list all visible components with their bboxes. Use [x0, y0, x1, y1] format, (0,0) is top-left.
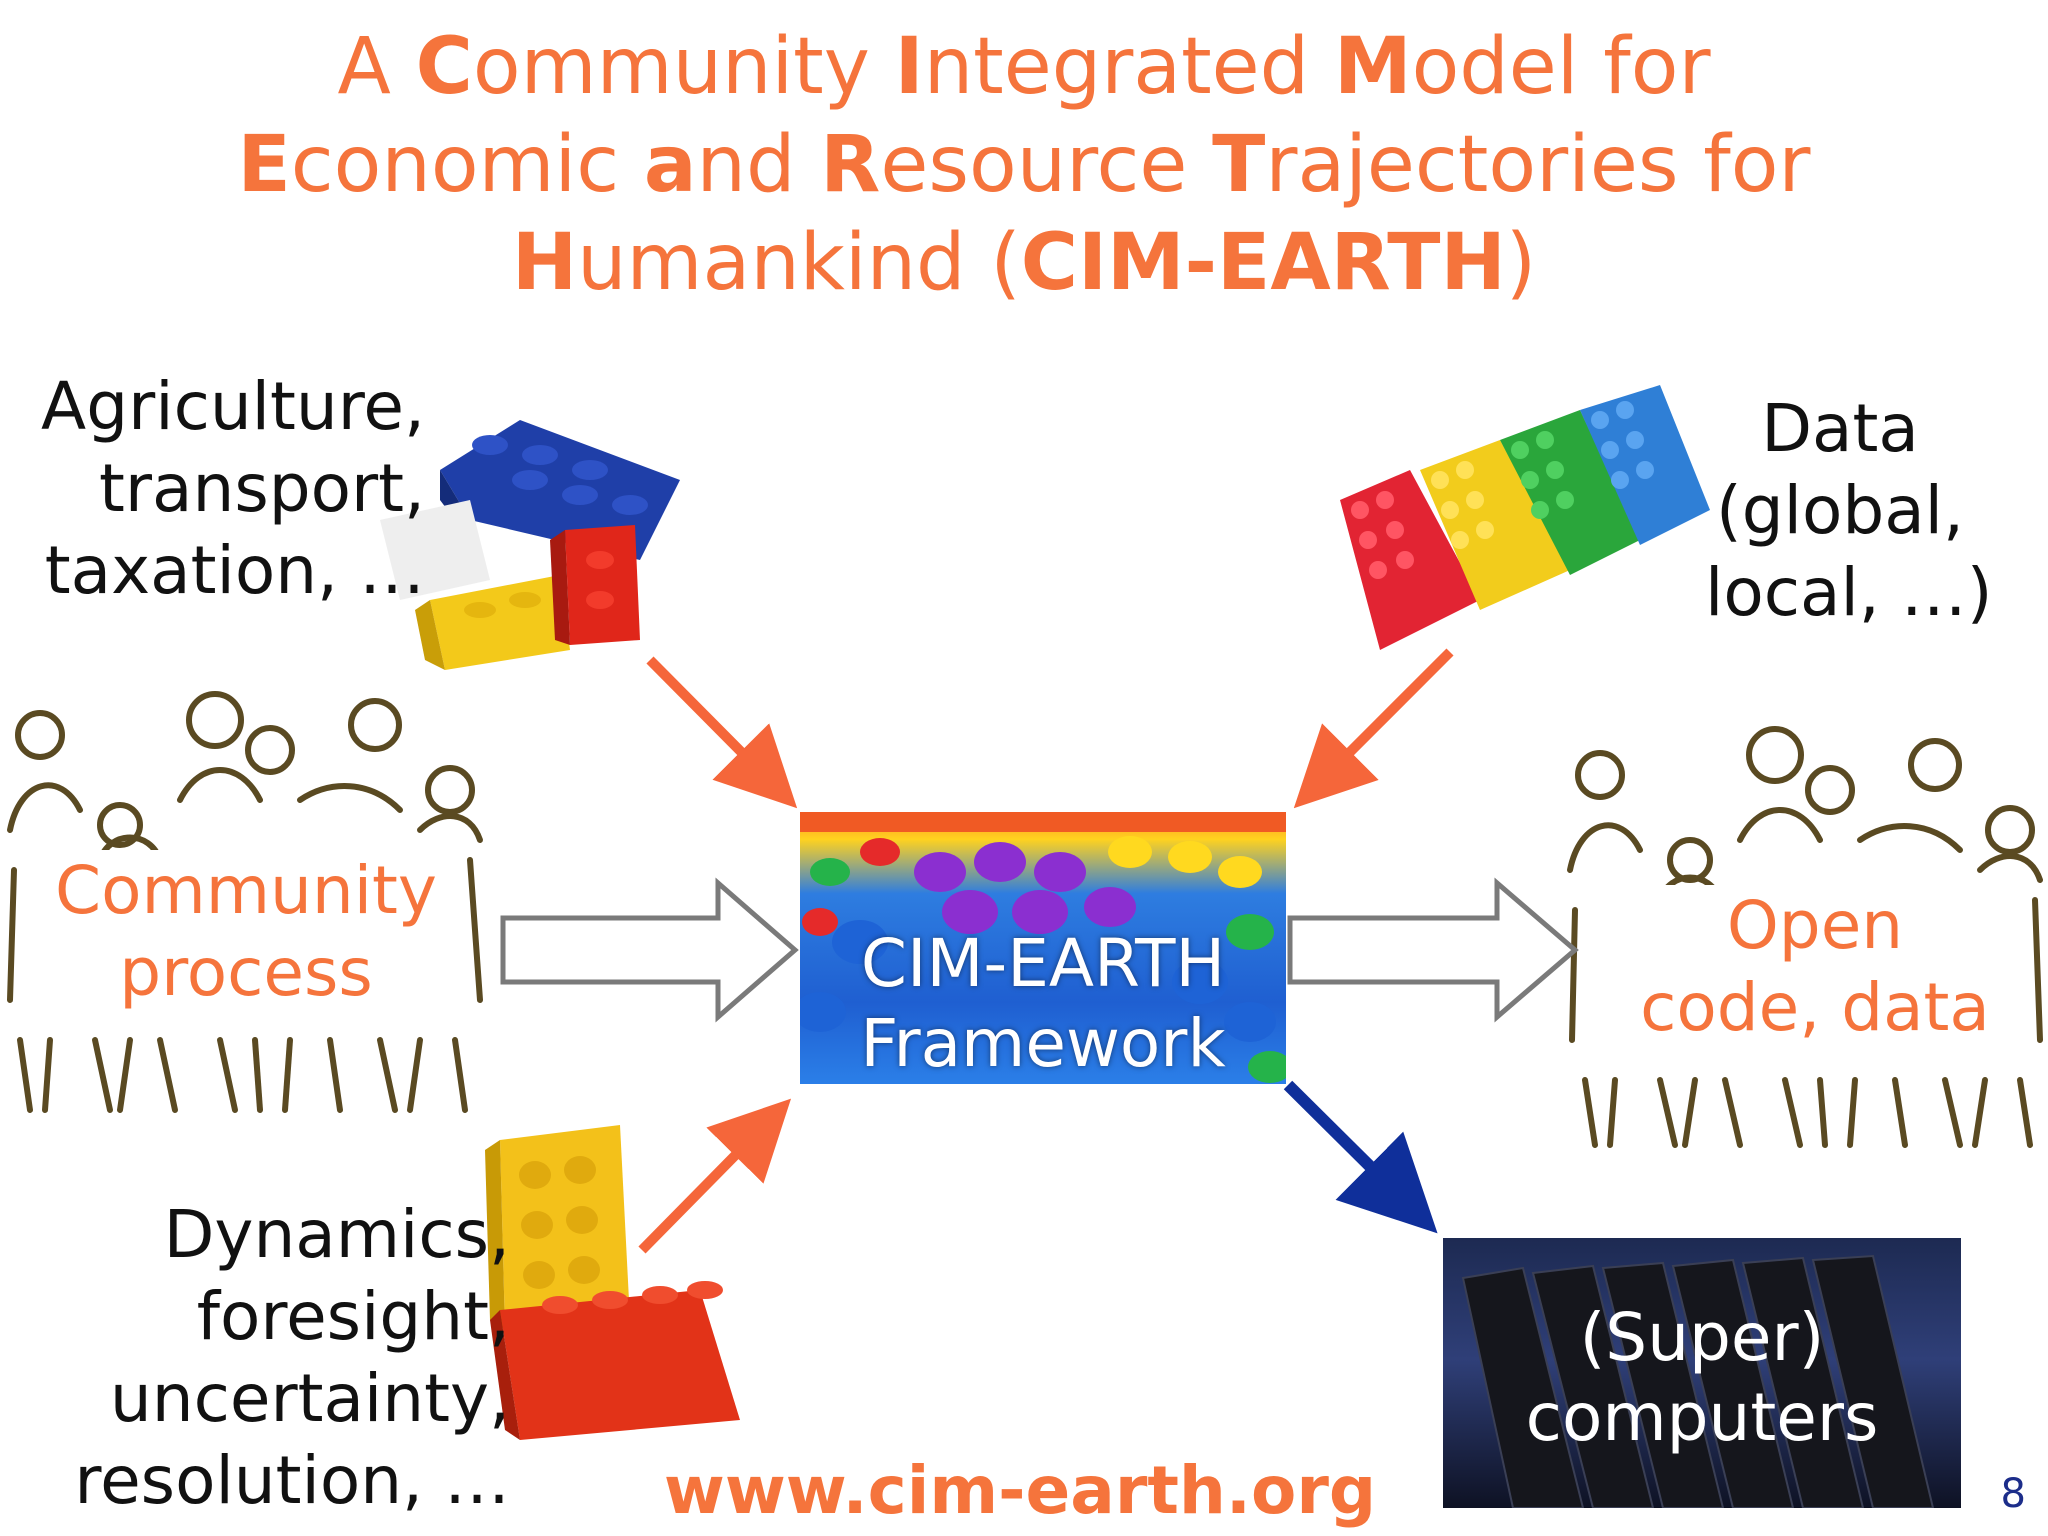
dynamics-label: Dynamics, foresight, uncertainty, resolu…	[40, 1194, 510, 1522]
title-bold-segment: M	[1333, 22, 1412, 112]
title-segment: odel for	[1411, 22, 1711, 112]
data-label-line: Data	[1761, 390, 1919, 467]
supercomputers-label: (Super) computers	[1443, 1298, 1961, 1458]
title-bold-segment: CIM-EARTH	[1020, 218, 1506, 308]
title-line-3: Humankind (CIM-EARTH)	[0, 214, 2048, 312]
framework-label-line: CIM-EARTH	[860, 925, 1226, 1002]
data-label-line: local, …)	[1705, 554, 1993, 631]
arrow-sectors-to-framework	[646, 656, 798, 809]
sectors-label: Agriculture, transport, taxation, …	[20, 366, 425, 612]
lego-bricks-dynamics-illustration	[485, 1125, 740, 1440]
sectors-label-line: Agriculture,	[41, 368, 425, 445]
website-url[interactable]: www.cim-earth.org	[663, 1452, 1377, 1529]
title-segment: esource	[880, 120, 1213, 210]
lego-bricks-sectors-illustration	[380, 420, 680, 670]
arrow-community-to-framework	[500, 877, 799, 1023]
lego-bricks-data-illustration	[1340, 385, 1710, 650]
community-people-sketch-left	[7, 691, 483, 1113]
dynamics-label-line: uncertainty,	[109, 1360, 510, 1437]
arrow-dynamics-to-framework	[638, 1098, 792, 1254]
title-bold-segment: a	[643, 120, 697, 210]
arrow-data-to-framework	[1293, 648, 1454, 809]
title-segment: ntegrated	[923, 22, 1334, 112]
open-code-data-line: code, data	[1640, 969, 1990, 1046]
title-bold-segment: E	[237, 120, 291, 210]
title-line-1: A Community Integrated Model for	[0, 18, 2048, 116]
sectors-label-line: taxation, …	[44, 532, 425, 609]
community-process-line: process	[119, 934, 373, 1011]
title-segment: rajectories for	[1265, 120, 1811, 210]
arrow-framework-to-computers	[1283, 1080, 1438, 1234]
open-code-data-box: Open code, data	[1620, 885, 2010, 1060]
title-segment: ommunity	[472, 22, 895, 112]
title-segment: )	[1505, 218, 1537, 308]
title-line-2: Economic and Resource Trajectories for	[0, 116, 2048, 214]
supercomputers-label-line: (Super)	[1579, 1299, 1825, 1376]
title-segment: umankind (	[577, 218, 1021, 308]
open-code-data-line: Open	[1726, 887, 1904, 964]
title-bold-segment: I	[894, 22, 924, 112]
page-number: 8	[2000, 1471, 2026, 1517]
title-bold-segment: C	[415, 22, 473, 112]
dynamics-label-line: Dynamics,	[163, 1196, 510, 1273]
data-label-line: (global,	[1715, 472, 1964, 549]
supercomputers-box: (Super) computers	[1443, 1238, 1961, 1508]
community-process-line: Community	[55, 852, 437, 929]
server-racks-illustration	[1461, 1254, 1935, 1508]
dynamics-label-line: resolution, …	[74, 1442, 510, 1519]
framework-label: CIM-EARTH Framework	[800, 924, 1286, 1084]
sectors-label-line: transport,	[99, 450, 425, 527]
arrow-framework-to-open	[1287, 877, 1579, 1023]
title-segment: conomic	[290, 120, 644, 210]
title-segment: nd	[696, 120, 821, 210]
community-process-box: Community process	[30, 850, 462, 1026]
title-bold-segment: R	[820, 120, 881, 210]
framework-label-line: Framework	[860, 1005, 1226, 1082]
cim-earth-framework-box: CIM-EARTH Framework	[800, 812, 1286, 1084]
title-bold-segment: T	[1212, 120, 1266, 210]
lego-studs-background	[800, 812, 1286, 1083]
title-segment: A	[337, 22, 416, 112]
supercomputers-label-line: computers	[1525, 1379, 1879, 1456]
title-bold-segment: H	[511, 218, 578, 308]
dynamics-label-line: foresight,	[196, 1278, 510, 1355]
data-label: Data (global, local, …)	[1705, 388, 1993, 634]
slide-title: A Community Integrated Model for Economi…	[0, 18, 2048, 312]
